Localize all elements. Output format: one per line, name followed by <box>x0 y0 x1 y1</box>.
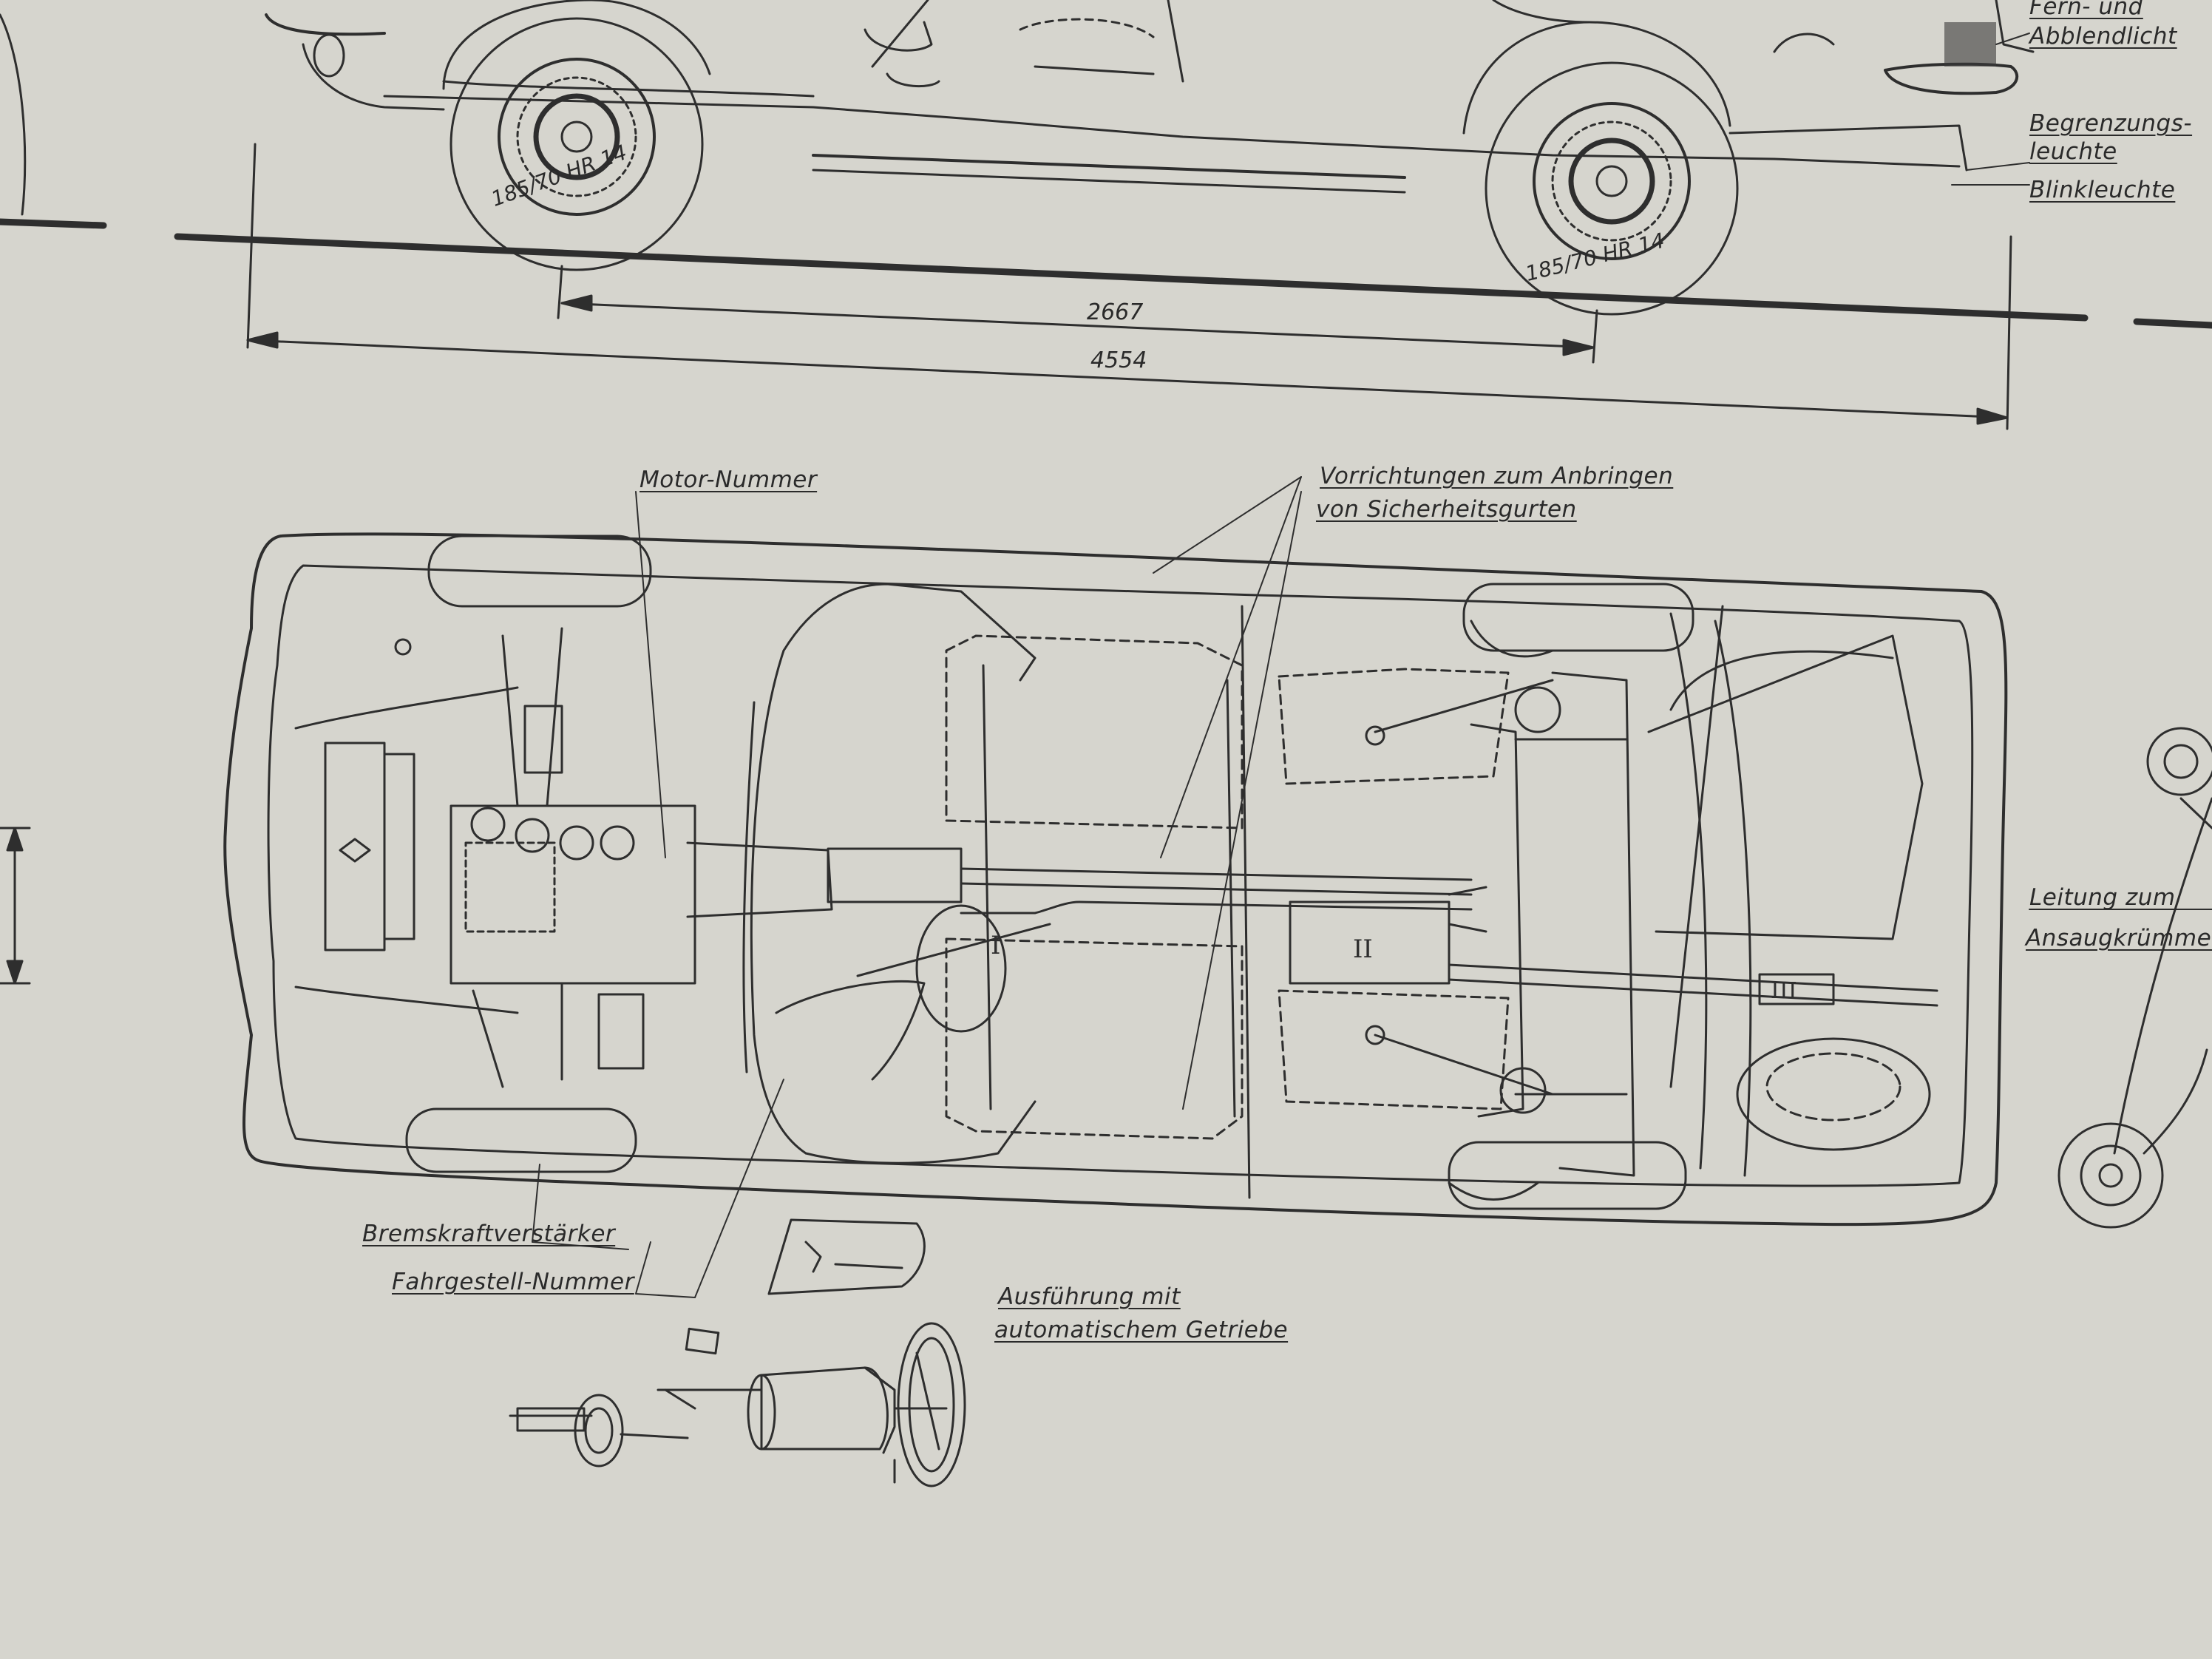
dimension-length: 4554 <box>1090 347 1147 373</box>
label-leuchte: leuchte <box>2029 138 2117 165</box>
dimension-wheelbase: 2667 <box>1087 299 1144 325</box>
label-automatischem-getriebe: automatischem Getriebe <box>994 1317 1289 1343</box>
plan-view-chassis <box>223 476 2008 1298</box>
roman-three: III <box>1771 978 1797 1004</box>
automatic-transmission-detail <box>509 1218 966 1487</box>
label-ausfuehrung-mit: Ausführung mit <box>998 1283 1181 1310</box>
label-ansaugkruemmer: Ansaugkrümmer <box>2026 925 2212 951</box>
label-leitung-zum: Leitung zum <box>2029 884 2176 911</box>
ground-line <box>174 233 2089 322</box>
left-dimension <box>0 827 31 985</box>
label-motor-nummer: Motor-Nummer <box>639 467 818 493</box>
dimension-lines <box>246 143 2012 430</box>
label-vorrichtungen: Vorrichtungen zum Anbringen <box>1320 463 1674 489</box>
roman-two: II <box>1353 934 1373 964</box>
label-begrenzungs: Begrenzungs- <box>2029 110 2193 137</box>
label-blinkleuchte: Blinkleuchte <box>2029 177 2176 203</box>
side-view-car <box>0 0 2035 316</box>
label-sicherheitsgurten: von Sicherheitsgurten <box>1316 496 1577 523</box>
label-fern-und: Fern- und <box>2029 0 2143 20</box>
roman-one: I <box>991 931 1000 960</box>
label-abblendlicht: Abblendlicht <box>2029 23 2177 50</box>
intake-detail <box>2029 727 2212 1229</box>
label-fahrgestell-nummer: Fahrgestell-Nummer <box>392 1269 634 1295</box>
label-bremskraftverstaerker: Bremskraftverstärker <box>362 1221 616 1247</box>
